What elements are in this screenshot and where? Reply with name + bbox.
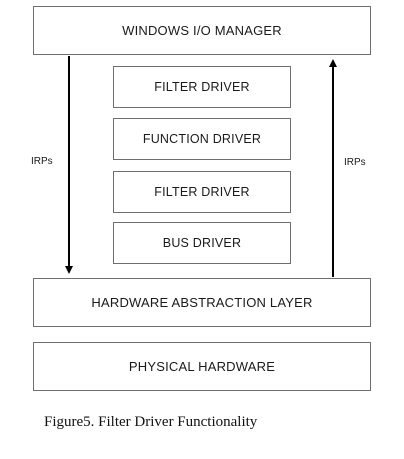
- irp-right-label: IRPs: [344, 157, 366, 168]
- function-driver-label: FUNCTION DRIVER: [142, 132, 262, 146]
- filter-driver-top-box: FILTER DRIVER: [113, 66, 291, 108]
- irp-left-label: IRPs: [31, 156, 53, 167]
- physical-hardware-label: PHYSICAL HARDWARE: [128, 359, 276, 374]
- figure-caption: Figure5. Filter Driver Functionality: [44, 414, 258, 430]
- hardware-abstraction-layer-box: HARDWARE ABSTRACTION LAYER: [33, 278, 371, 327]
- windows-io-manager-box: WINDOWS I/O MANAGER: [33, 6, 371, 55]
- physical-hardware-box: PHYSICAL HARDWARE: [33, 342, 371, 391]
- hardware-abstraction-layer-label: HARDWARE ABSTRACTION LAYER: [91, 295, 313, 310]
- windows-io-manager-label: WINDOWS I/O MANAGER: [122, 23, 282, 38]
- filter-driver-bottom-box: FILTER DRIVER: [113, 171, 291, 213]
- bus-driver-label: BUS DRIVER: [162, 236, 242, 250]
- filter-driver-bottom-label: FILTER DRIVER: [154, 185, 250, 199]
- function-driver-box: FUNCTION DRIVER: [113, 118, 291, 160]
- bus-driver-box: BUS DRIVER: [113, 222, 291, 264]
- filter-driver-top-label: FILTER DRIVER: [154, 80, 250, 94]
